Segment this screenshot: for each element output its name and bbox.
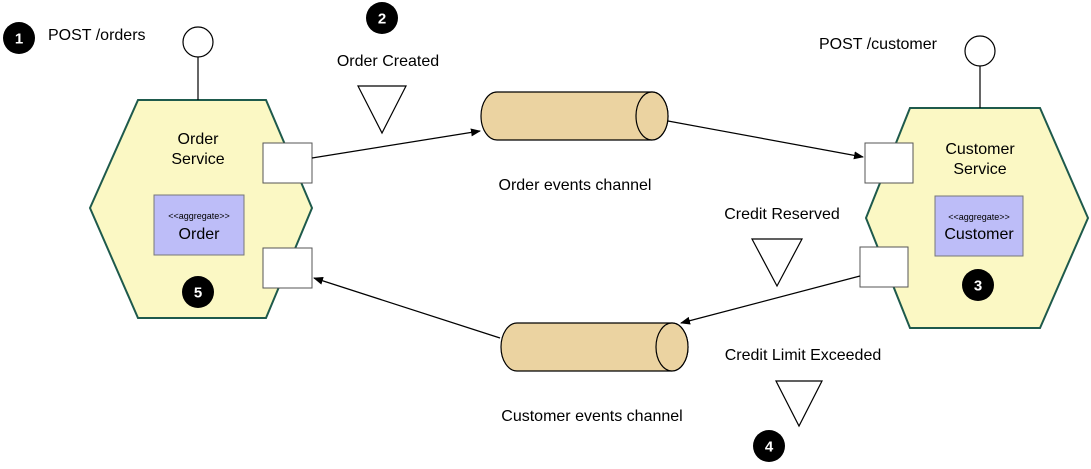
step-badge-2: 2 bbox=[366, 2, 398, 34]
arrow-channel-to-customer bbox=[667, 120, 864, 160]
order-aggregate-name: Order bbox=[179, 226, 221, 243]
customer-inbound-port bbox=[864, 142, 914, 184]
customer-service-title-line2: Service bbox=[953, 161, 1006, 178]
order-service-title-line2: Service bbox=[171, 151, 224, 168]
post-orders-label: POST /orders bbox=[48, 27, 146, 44]
step-number-3: 3 bbox=[974, 278, 982, 295]
arrow-order-to-channel bbox=[311, 128, 481, 159]
order-outbound-port bbox=[262, 142, 313, 184]
order-channel-end bbox=[635, 91, 669, 141]
step-badge-4: 4 bbox=[753, 430, 785, 462]
post-customer-label: POST /customer bbox=[819, 36, 938, 53]
step-number-5: 5 bbox=[194, 285, 202, 302]
step-badge-5: 5 bbox=[182, 276, 214, 308]
order-aggregate-box bbox=[153, 194, 245, 256]
customer-outbound-port bbox=[859, 246, 909, 288]
credit-reserved-event-icon bbox=[751, 238, 803, 288]
order-aggregate-stereotype: <<aggregate>> bbox=[168, 211, 230, 221]
customer-service: Customer Service <<aggregate>> Customer bbox=[859, 35, 1090, 329]
order-events-channel bbox=[480, 91, 669, 141]
customer-events-channel-label: Customer events channel bbox=[501, 408, 682, 425]
customer-aggregate-name: Customer bbox=[944, 226, 1014, 243]
order-created-label: Order Created bbox=[337, 53, 439, 70]
arrow-customer-to-channel bbox=[680, 275, 861, 325]
order-created-event-icon bbox=[357, 85, 407, 135]
credit-limit-exceeded-label: Credit Limit Exceeded bbox=[725, 347, 882, 364]
credit-limit-exceeded-event-icon bbox=[775, 380, 823, 428]
customer-channel-end bbox=[655, 322, 689, 372]
order-service: Order Service <<aggregate>> Order bbox=[88, 26, 314, 319]
step-badge-1: 1 bbox=[3, 22, 35, 54]
arrow-channel-to-order bbox=[313, 276, 501, 339]
customer-service-title-line1: Customer bbox=[945, 141, 1015, 158]
credit-reserved-label: Credit Reserved bbox=[724, 206, 840, 223]
order-events-channel-label: Order events channel bbox=[499, 177, 652, 194]
order-api-endpoint-icon bbox=[182, 26, 214, 58]
step-badge-3: 3 bbox=[962, 269, 994, 301]
customer-aggregate-stereotype: <<aggregate>> bbox=[948, 212, 1010, 222]
step-number-1: 1 bbox=[15, 31, 23, 48]
customer-aggregate-box bbox=[934, 195, 1024, 257]
order-inbound-port bbox=[262, 247, 313, 289]
customer-api-endpoint-icon bbox=[964, 35, 996, 67]
customer-events-channel bbox=[500, 322, 689, 372]
step-number-2: 2 bbox=[378, 11, 386, 28]
order-service-title-line1: Order bbox=[178, 131, 220, 148]
step-number-4: 4 bbox=[765, 439, 774, 456]
